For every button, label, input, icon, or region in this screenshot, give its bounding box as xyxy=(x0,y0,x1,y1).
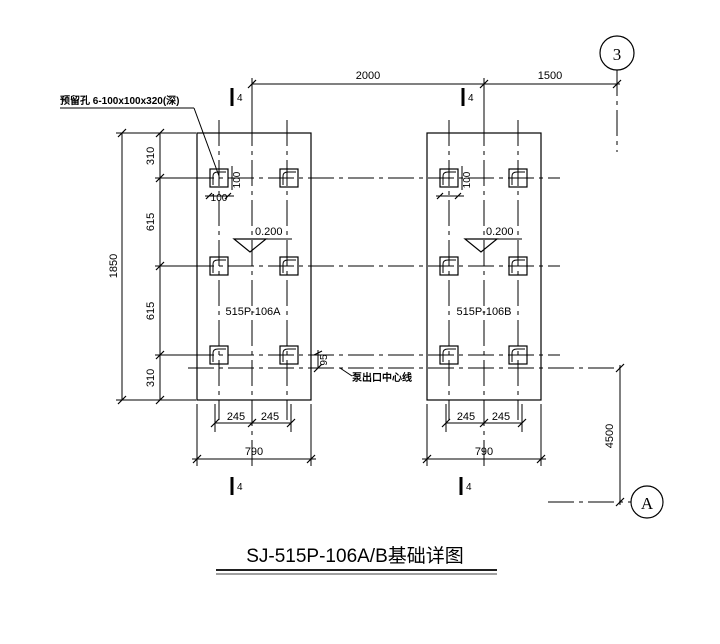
elevation-b: 0.200 xyxy=(486,226,514,238)
elevation-a: 0.200 xyxy=(255,226,283,238)
dim-hole-x-a: 100 xyxy=(211,193,228,204)
section-mark-bl: 4 xyxy=(237,482,243,493)
right-dimension: 4500 xyxy=(604,363,625,507)
dim-790-a: 790 xyxy=(245,446,263,458)
reserved-hole-note: 预留孔 6-100x100x320(深) xyxy=(60,94,220,177)
section-mark-tl: 4 xyxy=(237,93,243,104)
dim-310-bottom: 310 xyxy=(145,369,157,387)
foundation-a: 100 100 0.200 515P-106A 95 泵出口中心线 245 24… xyxy=(192,120,412,470)
bolt-hole xyxy=(508,345,528,365)
pump-outlet-note: 泵出口中心线 xyxy=(352,371,412,384)
foundation-label-a: 515P-106A xyxy=(225,306,281,318)
bolt-hole xyxy=(439,345,459,365)
foundation-b: 100 0.200 515P-106B 245 245 790 xyxy=(422,120,546,470)
dim-310-top: 310 xyxy=(145,147,157,165)
section-mark-tr: 4 xyxy=(468,93,474,104)
dim-hole-y-a: 100 xyxy=(232,171,243,188)
drawing-title: SJ-515P-106A/B基础详图 xyxy=(216,545,497,575)
center-lines xyxy=(188,177,620,369)
dim-245-a2: 245 xyxy=(261,411,279,423)
reserved-hole-text: 预留孔 6-100x100x320(深) xyxy=(60,94,180,107)
dim-615-b: 615 xyxy=(145,302,157,320)
bolt-hole xyxy=(508,256,528,276)
grid-bubble-3: 3 xyxy=(599,35,635,152)
dim-4500: 4500 xyxy=(604,424,616,448)
dim-615-a: 615 xyxy=(145,213,157,231)
grid-label-3: 3 xyxy=(613,45,622,64)
top-dimension: 2000 1500 xyxy=(247,70,622,135)
bolt-hole xyxy=(279,168,299,188)
bolt-hole xyxy=(439,168,459,188)
section-marks: 4 4 4 4 xyxy=(230,88,474,495)
dim-1850: 1850 xyxy=(108,254,120,278)
bolt-hole xyxy=(209,256,229,276)
dim-245-a1: 245 xyxy=(227,411,245,423)
grid-label-a: A xyxy=(641,494,654,513)
left-dimensions: 1850 310 615 615 310 xyxy=(108,128,196,405)
dim-hole-y-b: 100 xyxy=(462,171,473,188)
section-mark-br: 4 xyxy=(466,482,472,493)
bolt-hole xyxy=(508,168,528,188)
bolt-hole xyxy=(209,168,229,188)
dim-2000: 2000 xyxy=(356,70,380,82)
foundation-label-b: 515P-106B xyxy=(456,306,511,318)
bolt-hole xyxy=(439,256,459,276)
bolt-hole xyxy=(209,345,229,365)
dim-245-b2: 245 xyxy=(492,411,510,423)
dim-790-b: 790 xyxy=(475,446,493,458)
grid-bubble-a: A xyxy=(548,485,664,519)
dim-245-b1: 245 xyxy=(457,411,475,423)
bolt-hole xyxy=(279,256,299,276)
dim-95: 95 xyxy=(319,354,330,366)
title-text: SJ-515P-106A/B基础详图 xyxy=(246,545,464,567)
bolt-hole xyxy=(279,345,299,365)
dim-1500: 1500 xyxy=(538,70,562,82)
